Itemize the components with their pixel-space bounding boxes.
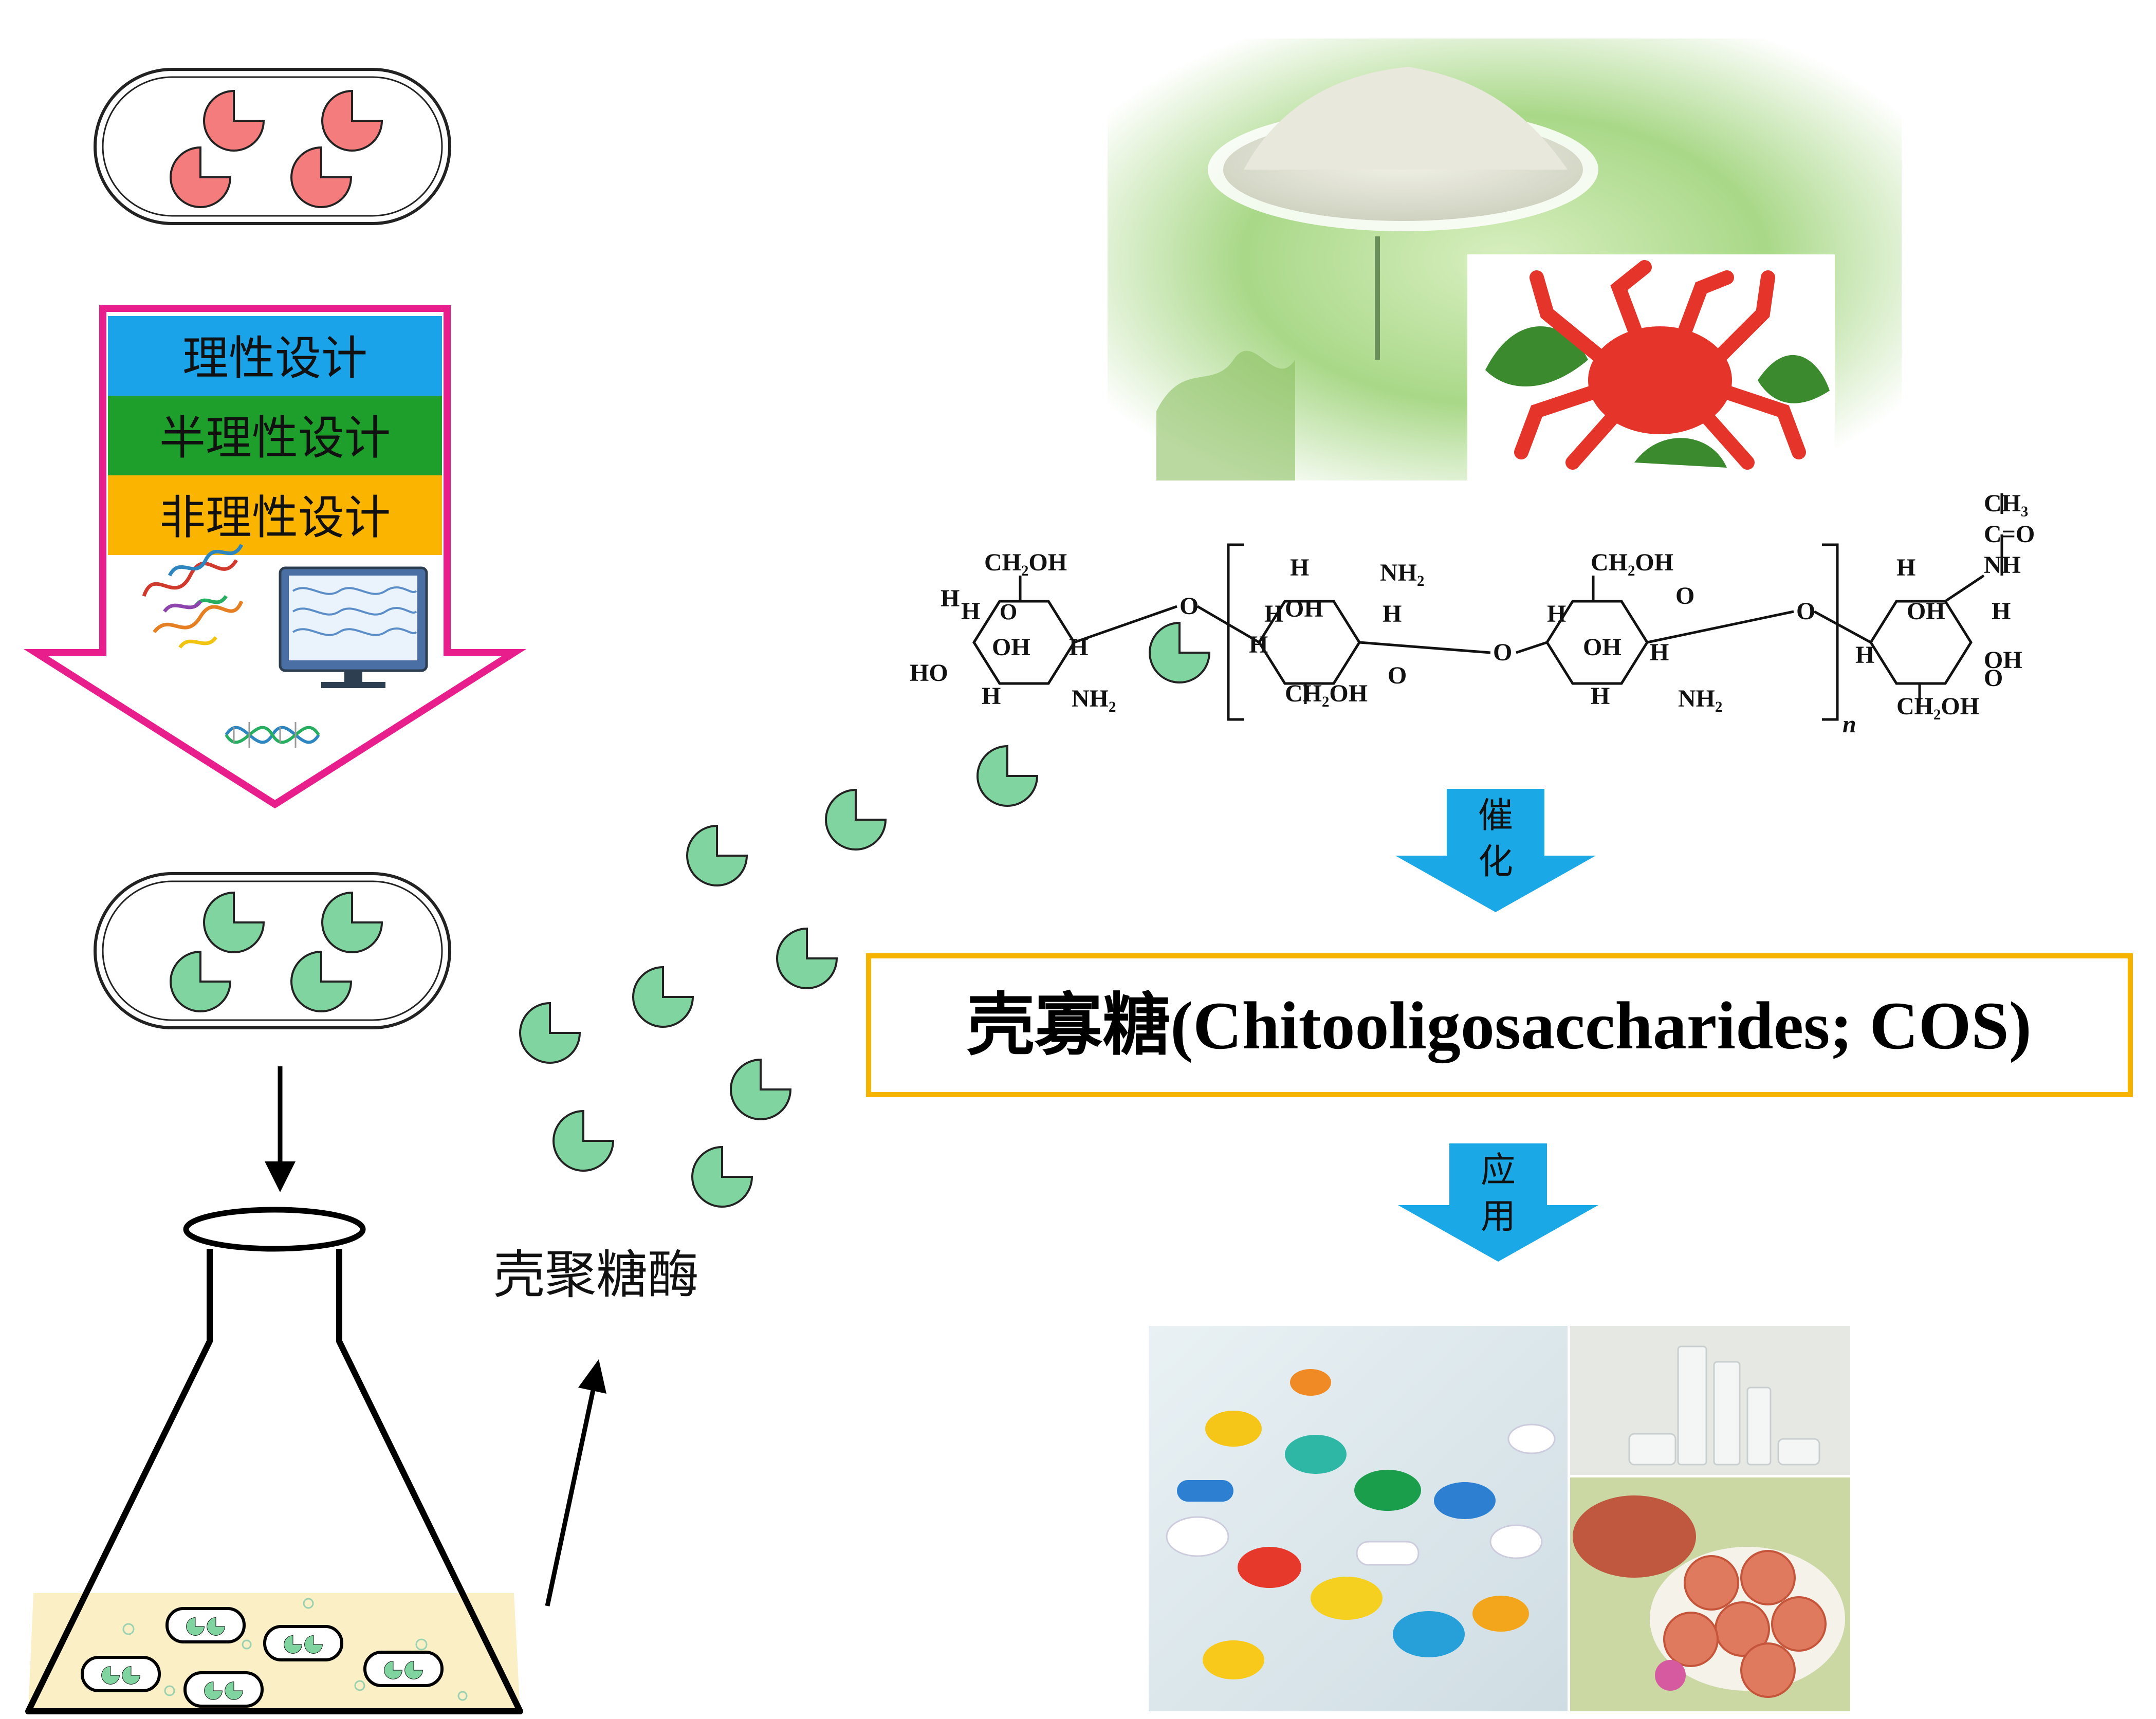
product-box: 壳寡糖(Chitooligosaccharides; COS)	[866, 953, 2133, 1097]
svg-text:H: H	[941, 585, 960, 612]
down-arrow-to-flask	[265, 1066, 296, 1192]
rational-design-label: 理性设计	[182, 331, 367, 385]
svg-text:H: H	[1650, 639, 1669, 666]
medicine-photo	[1149, 1326, 1568, 1711]
catalysis-label-1: 催	[1478, 796, 1513, 836]
enzyme-green-icon	[519, 1002, 581, 1064]
pill-icons	[1166, 1369, 1556, 1679]
svg-text:CH₂OH: CH₂OH	[984, 549, 1067, 576]
dna-helix-icon	[225, 722, 320, 748]
enzyme-label: 壳聚糖酶	[493, 1245, 699, 1305]
svg-text:O: O	[1796, 598, 1815, 625]
semi-rational-design-band	[108, 396, 442, 475]
svg-text:H: H	[961, 598, 980, 625]
enzyme-green-icon	[730, 1059, 791, 1120]
svg-text:CH₂OH: CH₂OH	[1591, 549, 1673, 576]
semi-rational-design-label: 半理性设计	[159, 411, 391, 465]
chitosan-source-photo	[1108, 39, 1902, 480]
svg-text:O: O	[1984, 664, 2003, 692]
cosmetics-photo	[1570, 1326, 1850, 1475]
svg-text:O: O	[1388, 662, 1407, 689]
svg-text:HO: HO	[910, 659, 948, 687]
svg-text:NH: NH	[1984, 551, 2021, 579]
svg-text:n: n	[1842, 711, 1856, 738]
secretion-arrow	[545, 1359, 606, 1606]
design-arrow: 理性设计 半理性设计 非理性设计	[23, 305, 527, 809]
svg-text:O: O	[1180, 593, 1199, 620]
wild-type-enzyme-cell	[94, 68, 451, 225]
catalysis-arrow: 催 化	[1395, 789, 1596, 912]
svg-text:H: H	[1383, 600, 1402, 627]
crab-icon	[1485, 260, 1830, 470]
svg-text:H: H	[1992, 598, 2011, 625]
fermentation-flask	[25, 1207, 523, 1714]
application-label-1: 应	[1481, 1150, 1516, 1191]
svg-text:OH: OH	[1984, 646, 2022, 674]
application-arrow: 应 用	[1398, 1143, 1598, 1262]
svg-text:OH: OH	[992, 634, 1030, 661]
svg-text:H: H	[1249, 631, 1268, 658]
svg-text:CH₃: CH₃	[1984, 490, 2028, 517]
irrational-design-label: 非理性设计	[159, 491, 391, 545]
enzyme-green-icon	[976, 745, 1038, 807]
svg-text:O: O	[1000, 599, 1017, 624]
computer-monitor-icon	[279, 566, 428, 688]
svg-text:OH: OH	[1285, 595, 1323, 622]
svg-text:OH: OH	[1907, 598, 1945, 625]
flask-cells	[81, 1607, 444, 1708]
enzyme-green-icon	[825, 789, 887, 851]
catalysis-label-2: 化	[1478, 842, 1513, 882]
svg-text:H: H	[1855, 641, 1874, 669]
enzyme-green-icon	[552, 1110, 614, 1172]
svg-text:OH: OH	[1583, 634, 1621, 661]
product-label: 壳寡糖(Chitooligosaccharides; COS)	[967, 988, 2032, 1063]
svg-text:H: H	[1896, 554, 1915, 581]
bubbles	[122, 1598, 468, 1701]
svg-text:H: H	[1547, 600, 1566, 627]
protein-structure-icon	[142, 544, 244, 649]
rational-design-band	[108, 316, 442, 396]
enzyme-green-icon	[686, 825, 748, 886]
enzyme-green-icon	[632, 966, 694, 1028]
svg-text:H: H	[1591, 682, 1610, 710]
svg-text:O: O	[1675, 582, 1694, 609]
application-label-2: 用	[1481, 1196, 1516, 1237]
svg-text:O: O	[1493, 639, 1512, 666]
svg-text:H: H	[1069, 634, 1088, 661]
food-photo	[1570, 1477, 1850, 1711]
enzyme-green-icon	[691, 1146, 753, 1208]
svg-text:NH₂: NH₂	[1678, 685, 1722, 712]
engineered-enzyme-cell	[94, 872, 451, 1029]
svg-text:CH₂OH: CH₂OH	[1896, 693, 1979, 720]
enzyme-green-icon	[1149, 622, 1210, 683]
svg-text:H: H	[1264, 600, 1283, 627]
svg-text:H: H	[982, 682, 1001, 710]
svg-text:NH₂: NH₂	[1380, 559, 1424, 586]
chitosan-structure: CH₂OH O H H OH H HO H NH₂ O H NH₂ H OH H…	[910, 490, 2035, 738]
svg-text:H: H	[1290, 554, 1309, 581]
enzyme-green-icon	[776, 928, 838, 989]
svg-text:C=O: C=O	[1984, 521, 2035, 548]
irrational-design-band	[108, 475, 442, 555]
svg-text:CH₂OH: CH₂OH	[1285, 680, 1368, 707]
svg-text:NH₂: NH₂	[1072, 685, 1116, 712]
